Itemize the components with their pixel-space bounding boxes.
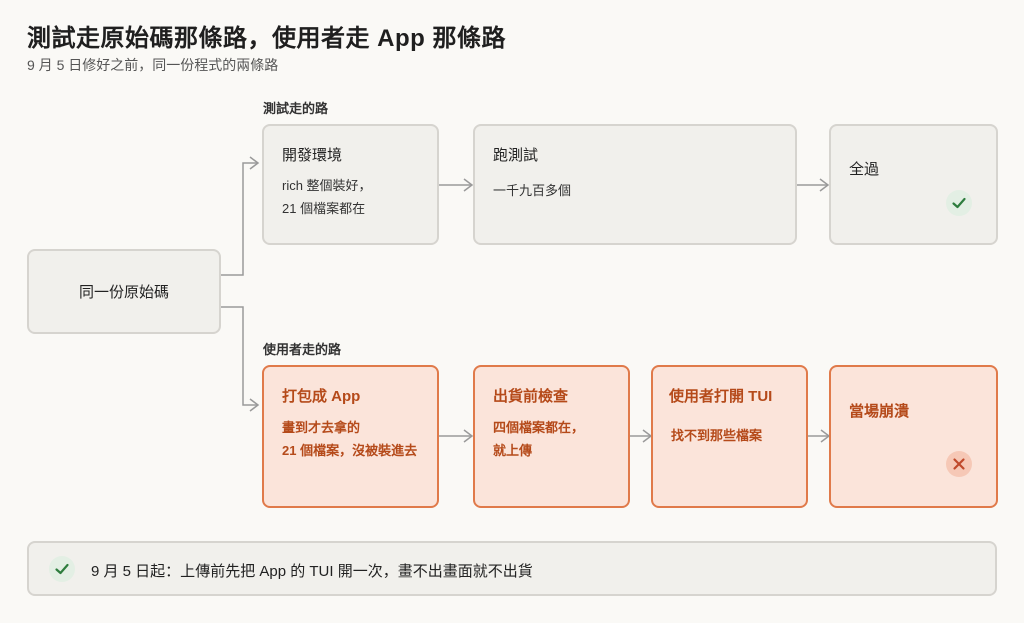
user-step-package-app: 打包成 App 畫到才去拿的 21 個檔案，沒被裝進去 [262,365,439,508]
step-detail: 一千九百多個 [493,183,572,198]
footer-text: 9 月 5 日起：上傳前先把 App 的 TUI 開一次，畫不出畫面就不出貨 [91,563,533,580]
test-step-all-pass: 全過 [829,124,998,245]
step-label: 開發環境 [282,147,343,164]
page-title: 測試走原始碼那條路，使用者走 App 那條路 [27,25,506,52]
arrowhead-user-2 [463,429,474,443]
test-step-dev-env: 開發環境 rich 整個裝好， 21 個檔案都在 [262,124,439,245]
page-subtitle: 9 月 5 日修好之前，同一份程式的兩條路 [27,57,279,73]
source-code-label: 同一份原始碼 [78,284,169,301]
step-detail: 找不到那些檔案 [671,428,763,443]
user-lane-label: 使用者走的路 [263,342,342,357]
user-step-open-tui: 使用者打開 TUI 找不到那些檔案 [651,365,808,508]
check-icon [946,190,972,216]
step-label: 出貨前檢查 [493,388,569,405]
step-detail: 畫到才去拿的 21 個檔案，沒被裝進去 [282,420,418,458]
step-label: 打包成 App [282,388,361,405]
step-label: 跑測試 [493,147,539,164]
source-code-box: 同一份原始碼 [27,249,221,334]
arrowhead-test-2 [463,178,474,192]
check-icon [49,556,75,582]
cross-icon [946,451,972,477]
test-lane-label: 測試走的路 [263,101,329,116]
step-label: 全過 [849,161,880,178]
arrowhead-user-1 [249,398,260,412]
test-step-run-tests: 跑測試 一千九百多個 [473,124,797,245]
footer-note: 9 月 5 日起：上傳前先把 App 的 TUI 開一次，畫不出畫面就不出貨 [27,541,997,596]
step-label: 當場崩潰 [849,403,910,420]
arrowhead-test-3 [819,178,830,192]
connector-source-to-user [220,306,258,406]
connector-source-to-test [220,162,258,276]
user-step-pre-ship-check: 出貨前檢查 四個檔案都在， 就上傳 [473,365,630,508]
step-detail: rich 整個裝好， 21 個檔案都在 [282,178,372,216]
user-step-crash: 當場崩潰 [829,365,998,508]
step-detail: 四個檔案都在， 就上傳 [493,420,585,458]
arrowhead-test-1 [249,156,260,170]
step-label: 使用者打開 TUI [669,388,773,405]
